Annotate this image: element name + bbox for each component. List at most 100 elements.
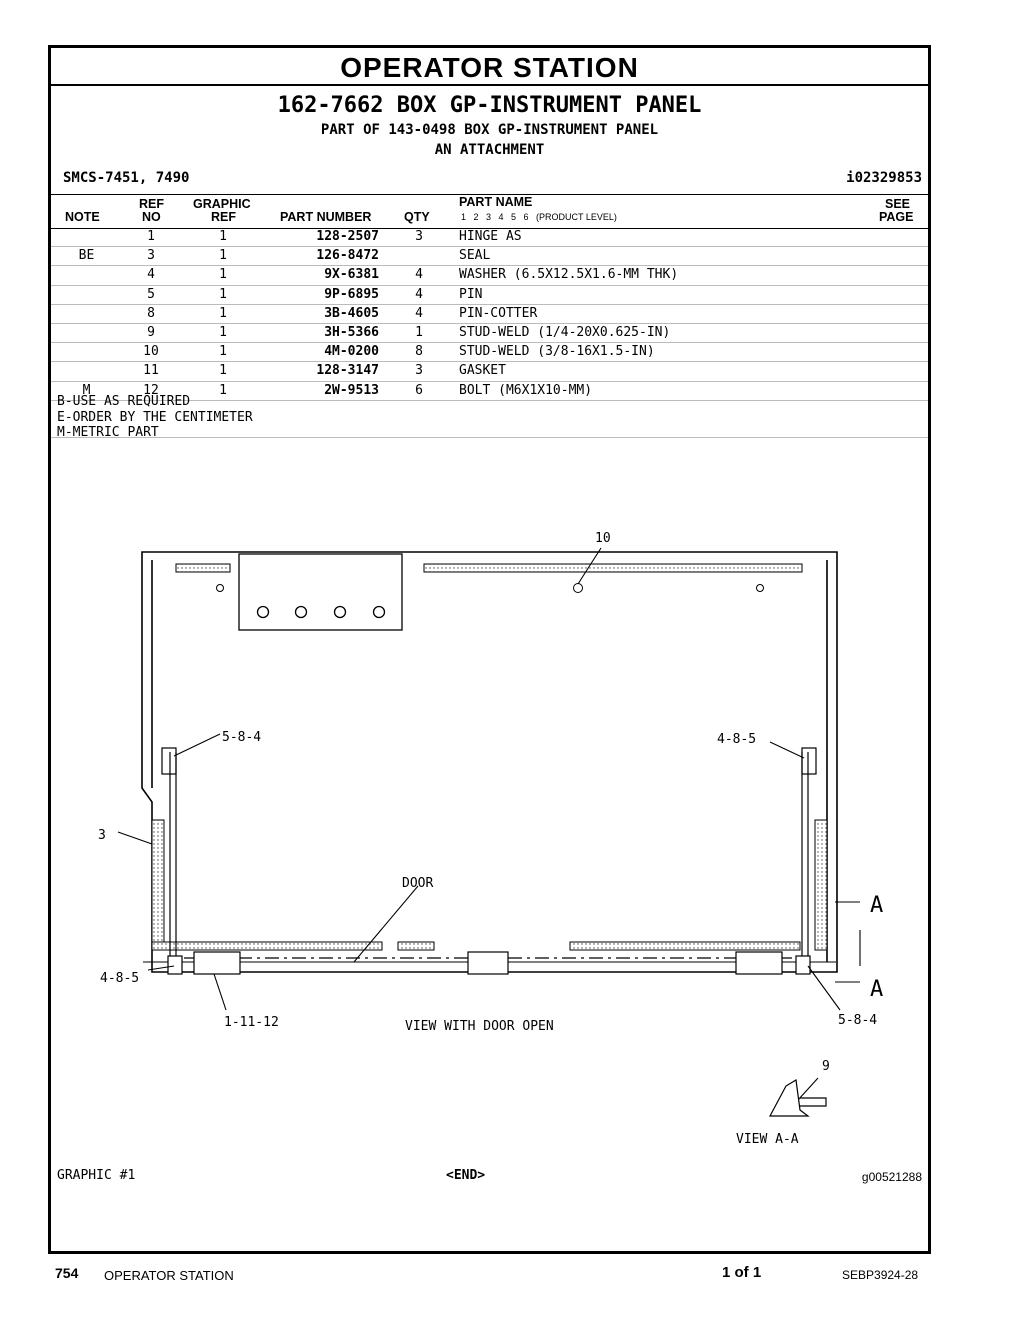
cell-graphic: 1 bbox=[219, 229, 227, 244]
col-graphic-top: GRAPHIC bbox=[193, 197, 251, 211]
section-title: OPERATOR STATION bbox=[51, 48, 928, 86]
table-row: 5 1 9P-6895 4 PIN bbox=[51, 286, 928, 305]
cell-ref: 5 bbox=[147, 286, 155, 302]
cell-graphic: 1 bbox=[219, 324, 227, 340]
cell-part-number: 128-2507 bbox=[316, 229, 379, 244]
col-see-bottom: PAGE bbox=[879, 210, 914, 224]
cell-qty: 8 bbox=[415, 344, 423, 360]
cell-ref: 9 bbox=[147, 324, 155, 340]
col-ref-top: REF bbox=[139, 197, 164, 211]
callout-10: 10 bbox=[595, 531, 611, 546]
cell-part-name: SEAL bbox=[459, 248, 491, 264]
table-row: 10 1 4M-0200 8 STUD-WELD (3/8-16X1.5-IN) bbox=[51, 343, 928, 363]
cell-part-name: WASHER (6.5X12.5X1.6-MM THK) bbox=[459, 267, 679, 283]
part-of-heading: PART OF 143-0498 BOX GP-INSTRUMENT PANEL bbox=[320, 122, 659, 138]
section-a-top: A bbox=[870, 893, 883, 918]
cell-ref: 1 bbox=[147, 229, 155, 244]
stud-holes bbox=[216, 583, 764, 593]
note-line: B-USE AS REQUIRED bbox=[57, 394, 191, 409]
cell-graphic: 1 bbox=[219, 286, 227, 302]
cell-part-name: STUD-WELD (1/4-20X0.625-IN) bbox=[459, 324, 671, 340]
cell-part-number: 126-8472 bbox=[316, 248, 379, 264]
callout-9: 9 bbox=[822, 1059, 830, 1074]
table-row: 1 1 128-2507 3 HINGE AS bbox=[51, 228, 928, 248]
cell-part-number: 9X-6381 bbox=[324, 267, 379, 283]
cell-note: BE bbox=[78, 248, 95, 264]
col-ref-bottom: NO bbox=[142, 210, 161, 224]
graphic-label: GRAPHIC #1 bbox=[57, 1168, 136, 1183]
col-qty: QTY bbox=[404, 210, 430, 224]
callout-5-8-4-left: 5-8-4 bbox=[222, 730, 261, 745]
table-row: 4 1 9X-6381 4 WASHER (6.5X12.5X1.6-MM THK) bbox=[51, 266, 928, 286]
cell-qty: 3 bbox=[415, 229, 423, 244]
cell-part-number: 2W-9513 bbox=[324, 382, 379, 398]
cell-graphic: 1 bbox=[219, 248, 227, 264]
callout-5-8-4-right: 5-8-4 bbox=[838, 1013, 877, 1028]
cell-part-number: 3B-4605 bbox=[324, 305, 379, 321]
smcs-code: SMCS-7451, 7490 bbox=[63, 170, 190, 186]
cell-part-name: STUD-WELD (3/8-16X1.5-IN) bbox=[459, 344, 655, 360]
leader-lines bbox=[117, 547, 861, 1101]
cell-part-name: GASKET bbox=[459, 363, 506, 379]
note-line: E-ORDER BY THE CENTIMETER bbox=[57, 409, 253, 425]
bracket-plate bbox=[238, 553, 403, 631]
footer-page-number: 754 bbox=[55, 1265, 79, 1281]
col-part-number: PART NUMBER bbox=[280, 210, 372, 224]
callout-door: DOOR bbox=[402, 876, 433, 891]
page-frame: OPERATOR STATION 162-7662 BOX GP-INSTRUM… bbox=[48, 45, 931, 1254]
callout-1-11-12: 1-11-12 bbox=[224, 1015, 279, 1030]
cell-graphic: 1 bbox=[219, 363, 227, 379]
seal-strips bbox=[151, 563, 828, 951]
footer-page-of: 1 of 1 bbox=[722, 1264, 762, 1281]
drawing-caption: VIEW WITH DOOR OPEN bbox=[405, 1019, 554, 1034]
group-heading: 162-7662 BOX GP-INSTRUMENT PANEL bbox=[277, 93, 702, 118]
cell-qty: 6 bbox=[415, 382, 423, 398]
cell-qty: 4 bbox=[415, 286, 423, 302]
cell-note: M bbox=[82, 382, 91, 398]
cell-ref: 4 bbox=[147, 267, 155, 283]
col-see-top: SEE bbox=[885, 197, 911, 211]
end-tag: <END> bbox=[446, 1168, 486, 1183]
graphic-id: g00521288 bbox=[861, 1170, 922, 1184]
attachment-heading: AN ATTACHMENT bbox=[434, 142, 545, 158]
cell-part-name: BOLT (M6X1X10-MM) bbox=[459, 382, 593, 398]
view-aa-label: VIEW A-A bbox=[736, 1132, 799, 1147]
cell-ref: 10 bbox=[143, 344, 159, 360]
footer-doc-id: SEBP3924-28 bbox=[842, 1268, 919, 1282]
col-graphic-bottom: REF bbox=[211, 210, 236, 224]
notes-separator bbox=[51, 437, 928, 438]
section-a-bottom: A bbox=[870, 977, 883, 1002]
callout-4-8-5-right: 4-8-5 bbox=[717, 732, 756, 747]
cell-part-number: 9P-6895 bbox=[324, 286, 379, 302]
cell-graphic: 1 bbox=[219, 305, 227, 321]
cell-part-name: PIN-COTTER bbox=[459, 305, 538, 321]
door-panel bbox=[161, 747, 817, 962]
cell-graphic: 1 bbox=[219, 344, 227, 360]
cell-part-name: PIN bbox=[459, 286, 483, 302]
hinges bbox=[167, 951, 811, 975]
cell-ref: 8 bbox=[147, 305, 155, 321]
cell-qty: 3 bbox=[415, 363, 423, 379]
footer-section: OPERATOR STATION bbox=[104, 1268, 234, 1283]
cell-part-number: 4M-0200 bbox=[324, 344, 379, 360]
cell-part-name: HINGE AS bbox=[459, 229, 522, 244]
cell-qty: 4 bbox=[415, 267, 423, 283]
note-line: M-METRIC PART bbox=[57, 425, 159, 440]
cell-graphic: 1 bbox=[219, 267, 227, 283]
instrument-panel-drawing: 10 5-8-4 4-8-5 3 DOOR 4-8-5 1-11-12 VIEW… bbox=[98, 531, 883, 1147]
cell-ref: 12 bbox=[143, 382, 159, 398]
col-part-name: PART NAME bbox=[459, 195, 533, 209]
view-aa-detail bbox=[769, 1079, 827, 1117]
cell-ref: 11 bbox=[143, 363, 159, 379]
document-ident: i02329853 bbox=[846, 170, 922, 186]
col-product-level: 1 2 3 4 5 6 (PRODUCT LEVEL) bbox=[461, 212, 617, 222]
cell-part-number: 128-3147 bbox=[316, 363, 379, 379]
cell-qty: 1 bbox=[415, 324, 423, 340]
